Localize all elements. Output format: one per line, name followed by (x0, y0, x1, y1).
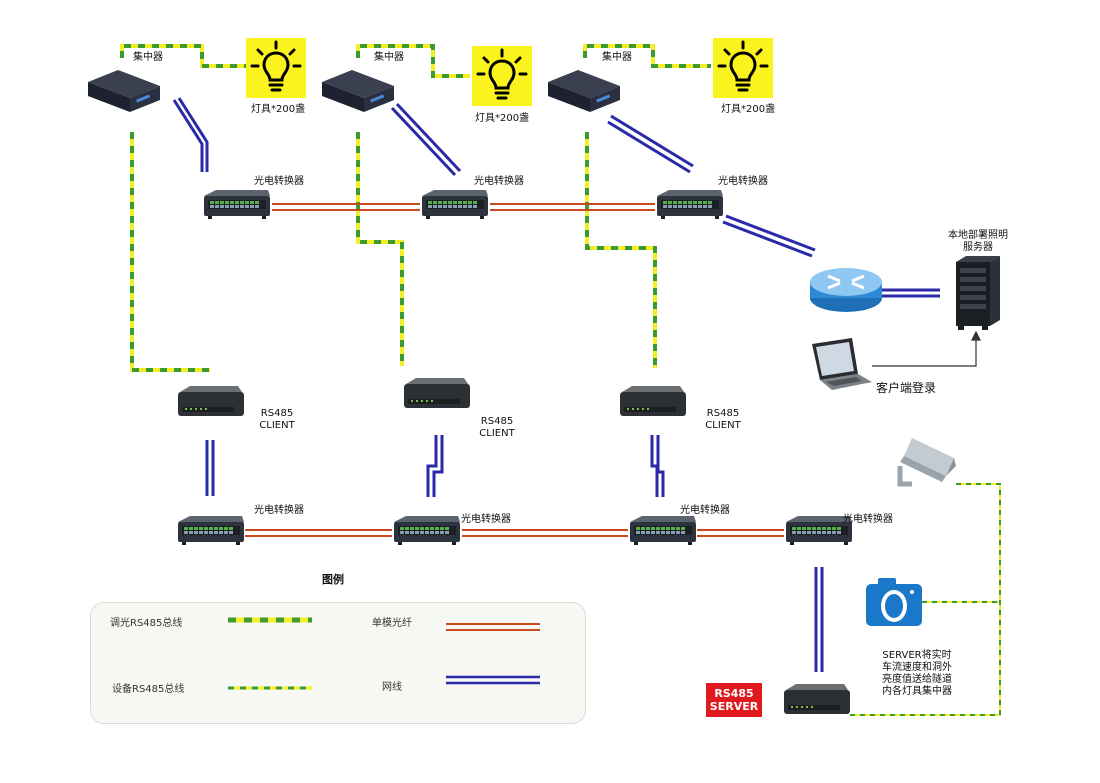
rs485-server-device (784, 684, 850, 714)
client-label-line1: RS485 (480, 416, 514, 427)
concentrator-label-3: 集中器 (602, 52, 632, 63)
client-label-line2: CLIENT (479, 428, 515, 439)
server-label-line1: 本地部署照明 (948, 230, 1008, 241)
photo-camera-icon (866, 578, 922, 626)
converter-label: 光电转换器 (718, 176, 768, 187)
legend-fiber: 单模光纤 (372, 618, 412, 629)
rs485-server-badge: RS485 SERVER (706, 683, 762, 717)
rs485-client-3 (620, 386, 686, 416)
legend-device-bus: 设备RS485总线 (112, 684, 185, 695)
note-line4: 内各灯具集中器 (882, 686, 952, 697)
network-lines (172, 97, 940, 672)
converter-label: 光电转换器 (254, 176, 304, 187)
client-label-line2: CLIENT (705, 420, 741, 431)
dimming-bus-lines (120, 44, 711, 372)
concentrator-1 (88, 70, 160, 112)
rs485-client-2 (404, 378, 470, 408)
rs485-server-line1: RS485 (714, 687, 754, 700)
device-bus-lines (850, 483, 1001, 716)
converter-label: 光电转换器 (843, 514, 893, 525)
note-line1: SERVER将实时 (882, 650, 952, 661)
rs485-client-label-3: RS485 CLIENT (698, 408, 748, 432)
router-icon (810, 268, 882, 312)
concentrator-3 (548, 70, 620, 112)
note-line2: 车流速度和洞外 (882, 662, 952, 673)
legend-dimming-bus: 调光RS485总线 (110, 618, 183, 629)
lamp-label-3: 灯具*200盏 (721, 104, 776, 115)
rs485-client-label-2: RS485 CLIENT (472, 416, 522, 440)
note-line3: 亮度值送给隧道 (882, 674, 952, 685)
login-arrow (872, 330, 981, 367)
legend-swatches (228, 617, 540, 690)
converter-top-1 (204, 190, 270, 219)
cctv-camera-icon (897, 438, 956, 487)
concentrator-2 (322, 70, 394, 112)
converter-label: 光电转换器 (474, 176, 524, 187)
client-label-line1: RS485 (260, 408, 294, 419)
converter-bottom-1 (178, 516, 244, 545)
converter-label: 光电转换器 (254, 505, 304, 516)
server-note: SERVER将实时 车流速度和洞外 亮度值送给隧道 内各灯具集中器 (858, 650, 976, 698)
lamp-label-2: 灯具*200盏 (475, 113, 530, 124)
server-label: 本地部署照明 服务器 (932, 230, 1024, 254)
concentrator-label-2: 集中器 (374, 52, 404, 63)
lamp-label-1: 灯具*200盏 (251, 104, 306, 115)
converter-top-2 (422, 190, 488, 219)
legend-title: 图例 (322, 573, 344, 586)
rs485-server-line2: SERVER (709, 700, 759, 713)
client-label-line1: RS485 (706, 408, 740, 419)
legend-network: 网线 (382, 682, 402, 693)
concentrator-label-1: 集中器 (133, 52, 163, 63)
converter-bottom-3 (630, 516, 696, 545)
rs485-client-label-1: RS485 CLIENT (252, 408, 302, 432)
fiber-lines (245, 203, 784, 537)
lamp-icon (470, 44, 534, 108)
client-login-label: 客户端登录 (876, 381, 937, 395)
rs485-client-1 (178, 386, 244, 416)
server-label-line2: 服务器 (963, 242, 993, 253)
laptop-icon (812, 338, 872, 390)
converter-bottom-2 (394, 516, 460, 545)
converter-top-3 (657, 190, 723, 219)
client-label-line2: CLIENT (259, 420, 295, 431)
converter-label: 光电转换器 (461, 514, 511, 525)
lamp-icon (711, 36, 775, 100)
converter-label: 光电转换器 (680, 505, 730, 516)
lamp-icon (244, 36, 308, 100)
server-rack-icon (956, 256, 1000, 330)
